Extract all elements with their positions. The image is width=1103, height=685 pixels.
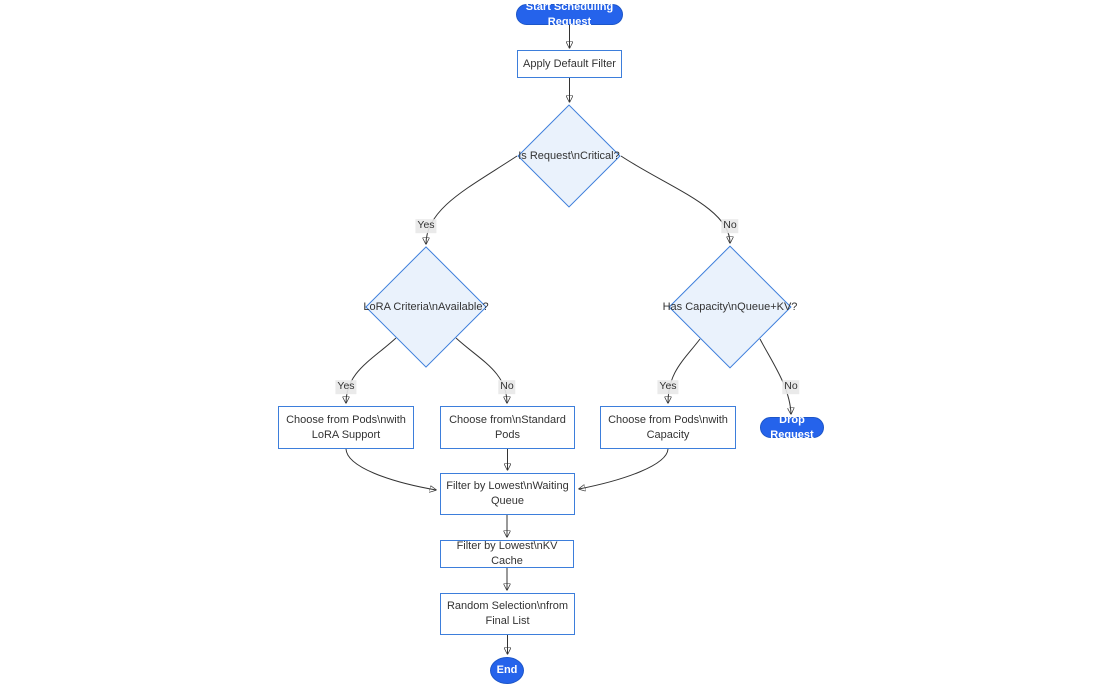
edge-label-capacity-yes: Yes xyxy=(657,380,679,394)
edge-label-critical-no: No xyxy=(721,219,739,233)
node-filter-kv-label: Filter by Lowest\nKV Cache xyxy=(456,540,558,567)
edge-choose-capacity-to-filter-queue xyxy=(579,448,669,489)
decision-critical-label: Is Request\nCritical? xyxy=(518,149,620,162)
node-start: Start Scheduling Request xyxy=(516,1,623,28)
node-choose-capacity-pods: Choose from Pods\nwith Capacity xyxy=(600,406,736,449)
node-start-label: Start Scheduling Request xyxy=(525,0,614,28)
node-filter-queue-label: Filter by Lowest\nWaiting Queue xyxy=(446,480,569,507)
node-drop-request: Drop Request xyxy=(760,414,824,441)
decision-lora-label: LoRA Criteria\nAvailable? xyxy=(363,300,489,313)
edge-choose-lora-to-filter-queue xyxy=(345,448,436,490)
decision-lora-criteria-available: LoRA Criteria\nAvailable? xyxy=(363,246,489,368)
edge-lora-yes-to-choose-lora xyxy=(346,337,397,403)
node-filter-waiting-queue: Filter by Lowest\nWaiting Queue xyxy=(440,473,575,515)
node-apply-label: Apply Default Filter xyxy=(523,57,616,70)
node-choose-lora-label: Choose from Pods\nwith LoRA Support xyxy=(286,413,406,441)
node-end-label: End xyxy=(496,664,518,677)
node-end: End xyxy=(490,657,524,684)
node-filter-kv-cache: Filter by Lowest\nKV Cache xyxy=(440,540,574,568)
node-choose-standard-label: Choose from\nStandard Pods xyxy=(449,413,566,441)
decision-capacity-label: Has Capacity\nQueue+KV? xyxy=(662,300,798,313)
edge-capacity-no-to-drop xyxy=(759,338,791,414)
node-random-label: Random Selection\nfrom Final List xyxy=(446,600,569,627)
edge-critical-no-to-capacity xyxy=(620,155,730,243)
node-random-selection: Random Selection\nfrom Final List xyxy=(440,593,575,635)
edge-label-capacity-no: No xyxy=(782,380,800,394)
edge-label-lora-yes: Yes xyxy=(335,380,357,394)
decision-has-capacity: Has Capacity\nQueue+KV? xyxy=(663,245,797,369)
node-choose-capacity-label: Choose from Pods\nwith Capacity xyxy=(608,413,728,441)
node-choose-standard-pods: Choose from\nStandard Pods xyxy=(440,406,575,449)
node-drop-label: Drop Request xyxy=(770,413,814,441)
node-choose-lora-pods: Choose from Pods\nwith LoRA Support xyxy=(278,406,414,449)
decision-is-request-critical: Is Request\nCritical? xyxy=(517,104,621,208)
node-apply-default-filter: Apply Default Filter xyxy=(517,50,622,78)
edge-label-lora-no: No xyxy=(498,380,516,394)
edge-label-critical-yes: Yes xyxy=(415,219,437,233)
edge-critical-yes-to-lora xyxy=(426,155,518,244)
edge-lora-no-to-choose-standard xyxy=(455,337,507,403)
edge-capacity-yes-to-choose-capacity xyxy=(668,338,701,403)
